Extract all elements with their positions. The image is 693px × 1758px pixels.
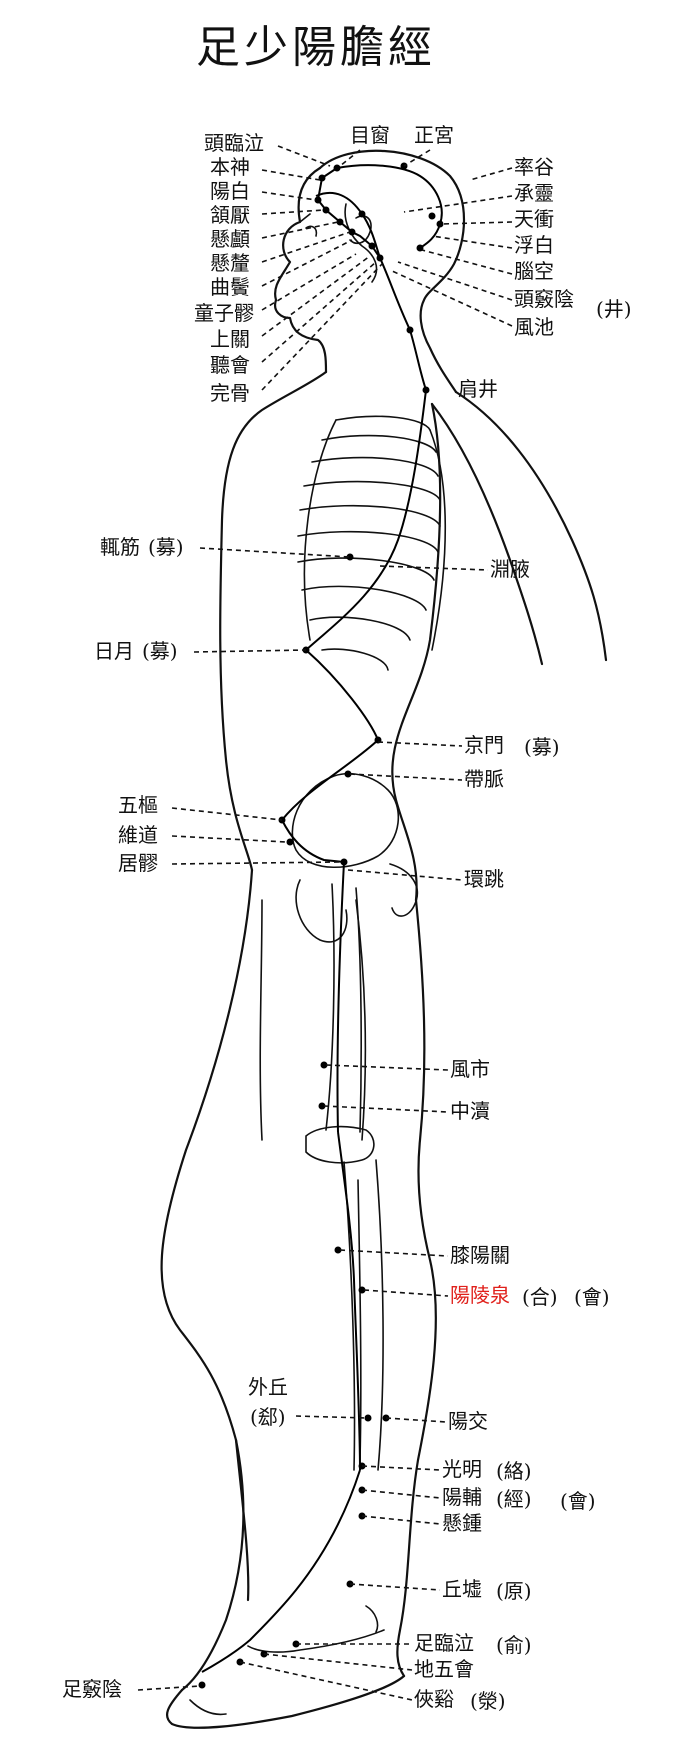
tag-guang-ming-luo: (絡) (496, 1459, 532, 1483)
label-ri-yue: 日月 (94, 639, 134, 663)
label-nao-kong: 腦空 (514, 259, 554, 283)
label-fu-bai: 浮白 (514, 233, 554, 257)
label-di-wu-hui: 地五會 (414, 1657, 474, 1681)
tag-wai-qiu-xi: (郄) (250, 1405, 286, 1429)
label-cheng-ling: 承靈 (514, 181, 554, 205)
label-shuai-gu: 率谷 (514, 155, 554, 179)
label-shang-guan: 上關 (210, 327, 250, 351)
point-labels: 頭臨泣 本神 陽白 頷厭 懸顱 懸釐 曲鬢 童子髎 上關 聽會 完骨 目窗 正宮… (62, 123, 632, 1713)
label-ben-shen: 本神 (210, 155, 250, 179)
label-dai-mai: 帶脈 (464, 767, 504, 791)
label-tou-lin-qi: 頭臨泣 (204, 131, 264, 155)
tag-yang-fu-hui: (會) (560, 1489, 596, 1513)
label-feng-shi: 風市 (450, 1057, 490, 1081)
label-ting-hui: 聽會 (210, 353, 250, 377)
tag-ri-yue-mu: (募) (142, 639, 178, 663)
label-yang-bai: 陽白 (210, 179, 250, 203)
tag-zu-lin-qi-shu: (俞) (496, 1633, 532, 1657)
label-mu-chuang: 目窗 (350, 123, 390, 147)
label-ju-liao: 居髎 (118, 851, 158, 875)
label-xia-xi: 俠谿 (414, 1687, 454, 1711)
tag-jing-men-mu: (募) (524, 735, 560, 759)
label-guang-ming: 光明 (442, 1457, 482, 1481)
meridian-path (201, 164, 443, 1673)
diagram-title: 足少陽膽經 (196, 22, 436, 73)
label-qiu-xu: 丘墟 (442, 1577, 482, 1601)
label-wei-dao: 維道 (118, 823, 158, 847)
label-jing-men: 京門 (464, 733, 504, 757)
label-tong-zi-liao: 童子髎 (194, 301, 254, 325)
label-xuan-li: 懸釐 (210, 251, 250, 275)
leader-lines (137, 145, 513, 1701)
tag-yang-ling-quan-hui: (會) (574, 1285, 610, 1309)
label-han-yan: 頷厭 (210, 203, 250, 227)
label-wai-qiu: 外丘 (248, 1375, 288, 1399)
label-zhe-jin: 輒筋 (100, 535, 140, 559)
tag-yang-fu-jing: (經) (496, 1487, 532, 1511)
label-wan-gu: 完骨 (210, 381, 250, 405)
acupoints (198, 162, 444, 1689)
label-xuan-lu: 懸顱 (210, 227, 250, 251)
label-huan-tiao: 環跳 (464, 867, 504, 891)
label-zu-lin-qi: 足臨泣 (414, 1631, 474, 1655)
label-zhong-du: 中瀆 (450, 1099, 490, 1123)
label-yang-jiao: 陽交 (448, 1409, 488, 1433)
label-zheng-ying: 正宮 (414, 123, 454, 147)
label-tou-qiao-yin: 頭竅陰 (514, 287, 574, 311)
label-yuan-ye: 淵腋 (490, 557, 530, 581)
tag-yang-ling-quan-he: (合) (522, 1285, 558, 1309)
label-yang-ling-quan: 陽陵泉 (450, 1283, 510, 1307)
tag-zhe-jin-mu: (募) (148, 535, 184, 559)
label-tian-chong: 天衝 (514, 207, 554, 231)
label-wu-shu: 五樞 (118, 793, 158, 817)
label-feng-chi: 風池 (514, 315, 554, 339)
label-qu-bin: 曲鬢 (210, 275, 250, 299)
label-xuan-zhong: 懸鍾 (442, 1511, 482, 1535)
label-jian-jing: 肩井 (458, 377, 498, 401)
label-zu-qiao-yin: 足竅陰 (62, 1677, 122, 1701)
label-xi-yang-guan: 膝陽關 (450, 1243, 510, 1267)
label-yang-fu: 陽輔 (442, 1485, 482, 1509)
tag-xia-xi-ying: (滎) (470, 1689, 506, 1713)
tag-qiu-xu-yuan: (原) (496, 1579, 532, 1603)
body-outline (160, 149, 608, 1729)
tag-jing-well: (井) (596, 297, 632, 321)
